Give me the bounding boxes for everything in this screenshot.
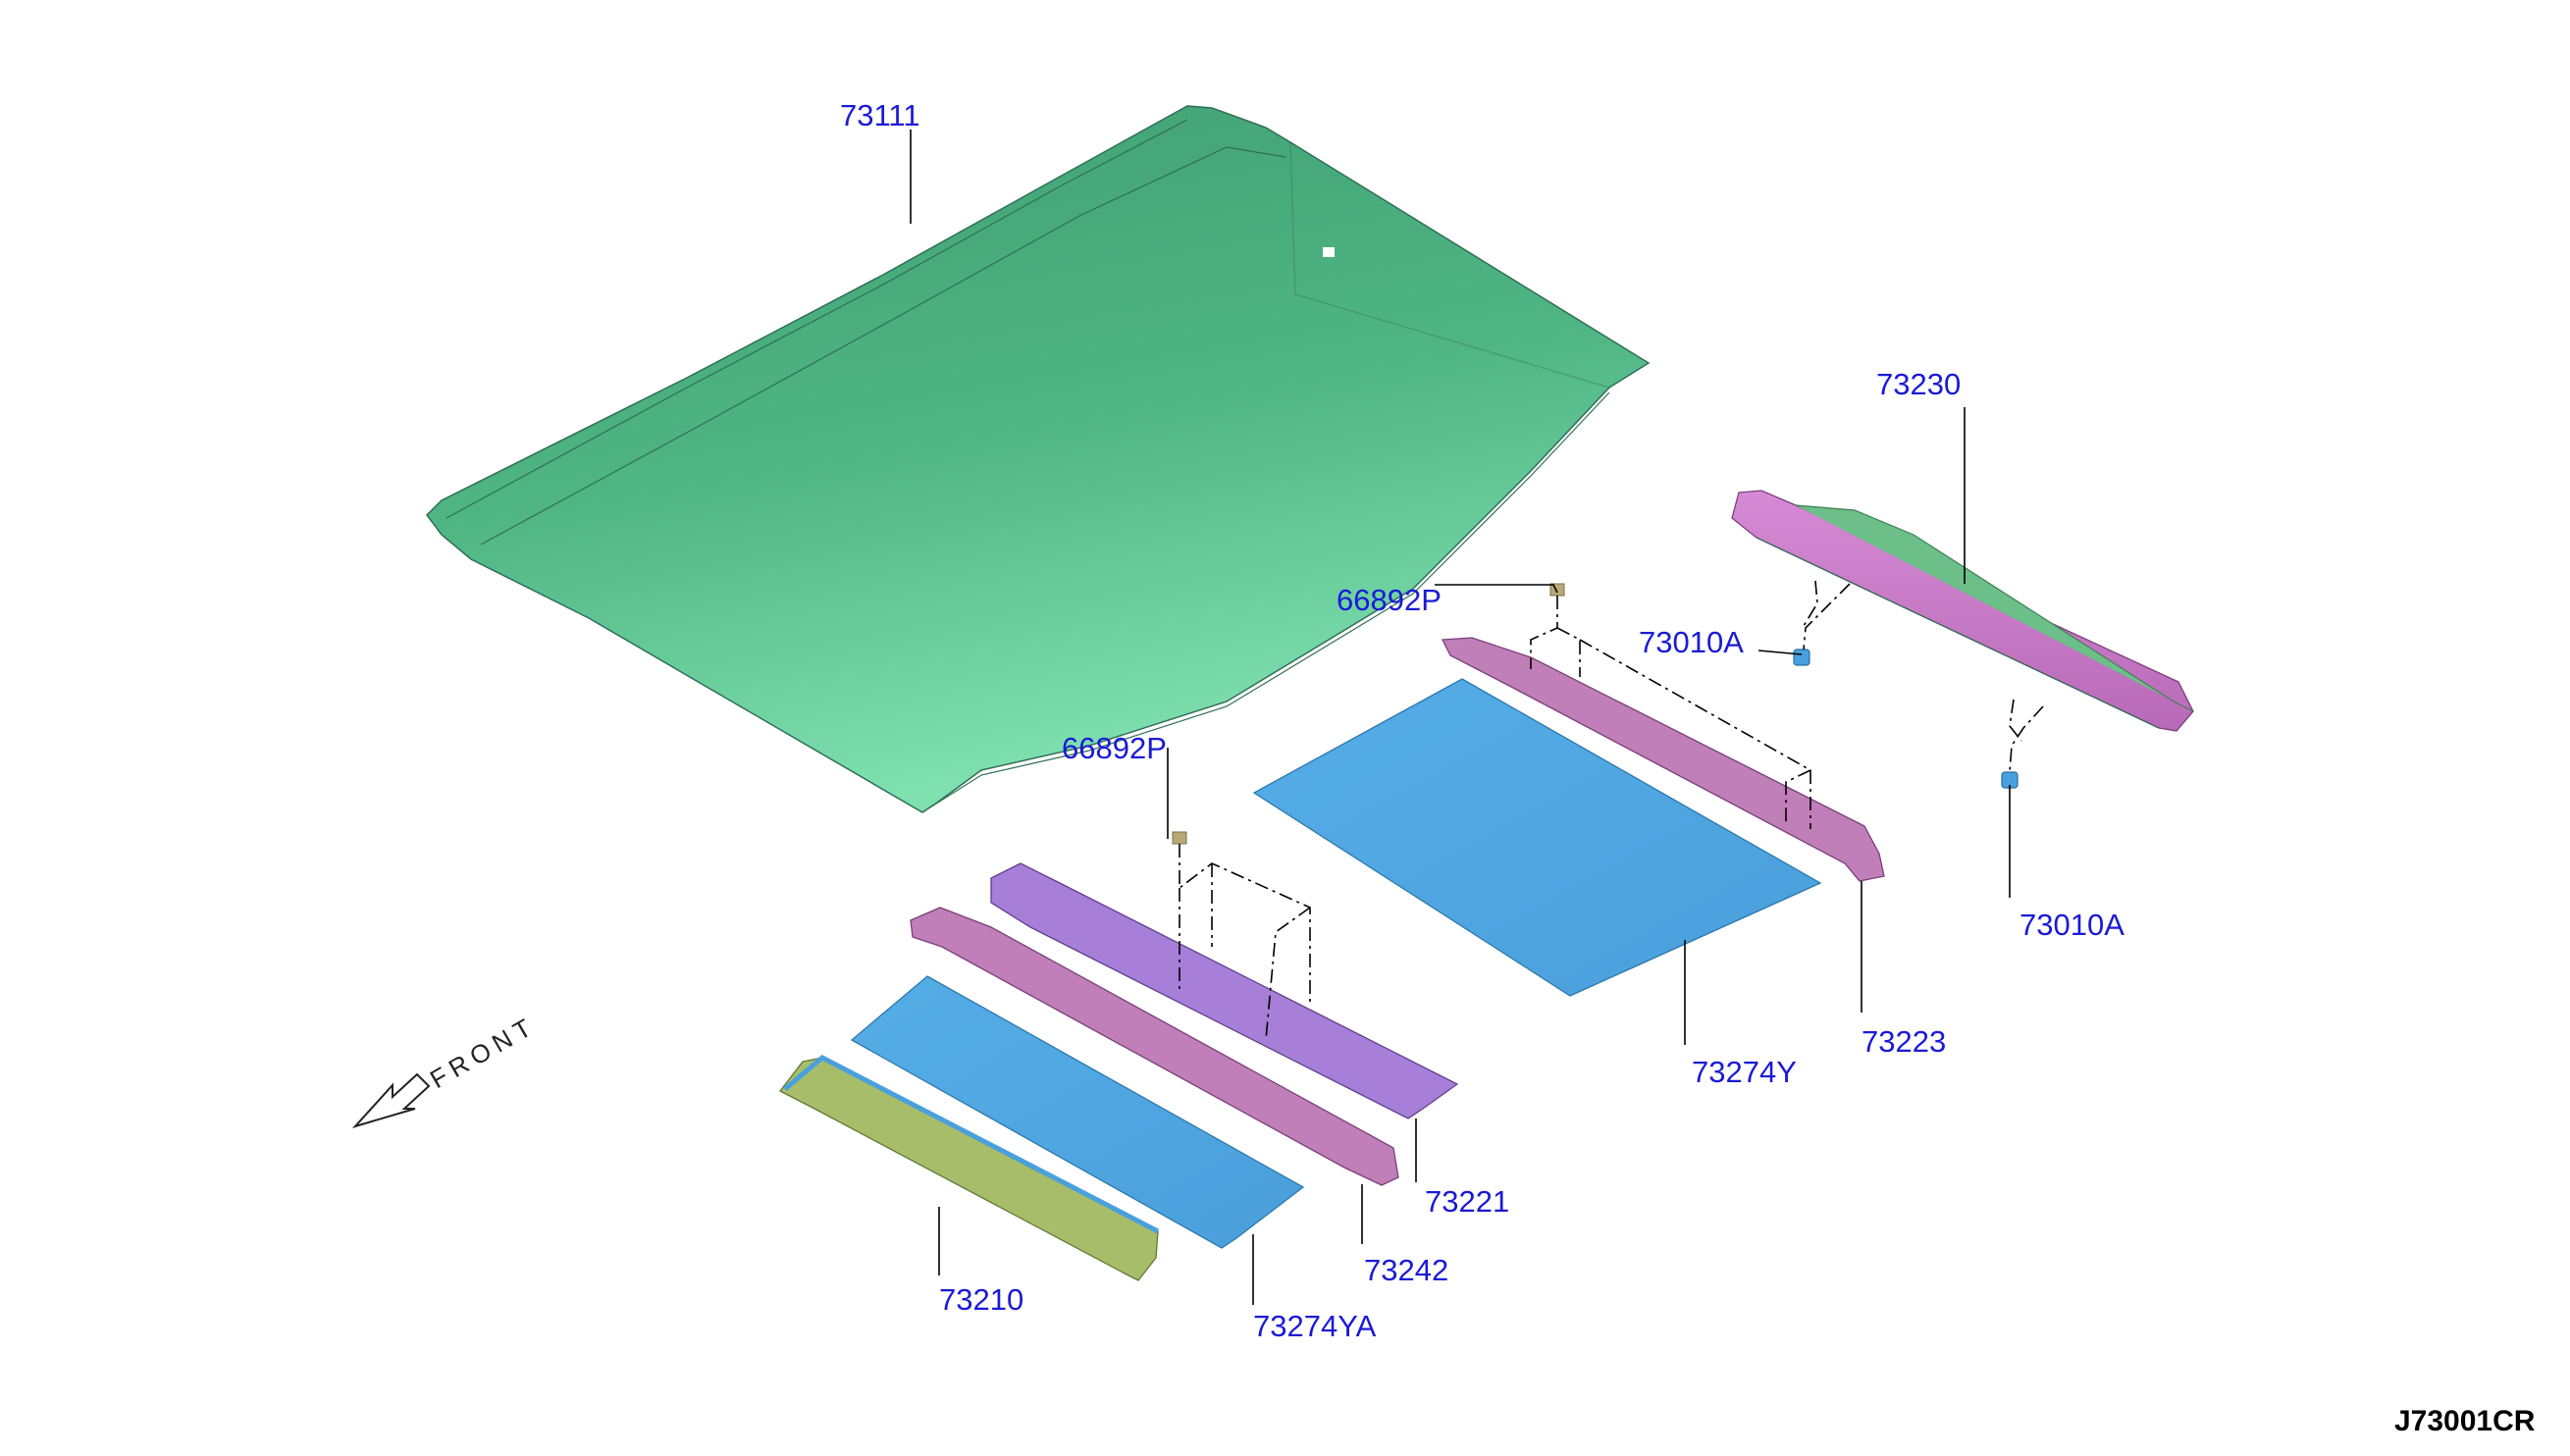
front-bow[interactable] bbox=[910, 907, 1399, 1186]
leader-lines bbox=[910, 130, 2011, 1305]
front-label: FRONT bbox=[425, 1010, 542, 1094]
callout-rear-pad[interactable]: 73274Y bbox=[1692, 1055, 1797, 1089]
callout-front-rail[interactable]: 73210 bbox=[939, 1282, 1023, 1317]
callout-rear-clip[interactable]: 73010A bbox=[1639, 625, 1744, 659]
callout-center-bow[interactable]: 73221 bbox=[1425, 1184, 1509, 1219]
center-bow[interactable] bbox=[990, 862, 1459, 1119]
roof-hole bbox=[1323, 247, 1335, 257]
callout-rear-bow-clip[interactable]: 66892P bbox=[1337, 583, 1442, 617]
front-bow-clip[interactable] bbox=[1172, 831, 1187, 845]
dash-lines bbox=[1179, 580, 2044, 1041]
rear-rail[interactable] bbox=[1731, 490, 2194, 732]
callout-rear-rail[interactable]: 73230 bbox=[1876, 367, 1961, 401]
callout-front-bow-clip[interactable]: 66892P bbox=[1062, 731, 1167, 765]
rear-bow[interactable] bbox=[1441, 637, 1885, 882]
front-arrow: FRONT bbox=[351, 1010, 542, 1128]
callout-front-bow[interactable]: 73242 bbox=[1364, 1253, 1448, 1287]
front-pad[interactable] bbox=[850, 975, 1305, 1249]
rear-clip[interactable] bbox=[1793, 649, 1810, 666]
front-rail[interactable] bbox=[779, 1055, 1160, 1281]
callouts: 73111 73230 73010A 73010A 66892P 73223 7… bbox=[840, 98, 2124, 1343]
drawing-code: J73001CR bbox=[2394, 1405, 2536, 1437]
callout-rear-clip-2[interactable]: 73010A bbox=[2019, 908, 2124, 942]
callout-front-pad[interactable]: 73274YA bbox=[1253, 1309, 1377, 1343]
callout-rear-bow[interactable]: 73223 bbox=[1862, 1024, 1946, 1059]
roof-panel[interactable] bbox=[426, 105, 1651, 813]
rear-pad[interactable] bbox=[1252, 678, 1822, 997]
callout-roof-panel[interactable]: 73111 bbox=[840, 98, 920, 132]
